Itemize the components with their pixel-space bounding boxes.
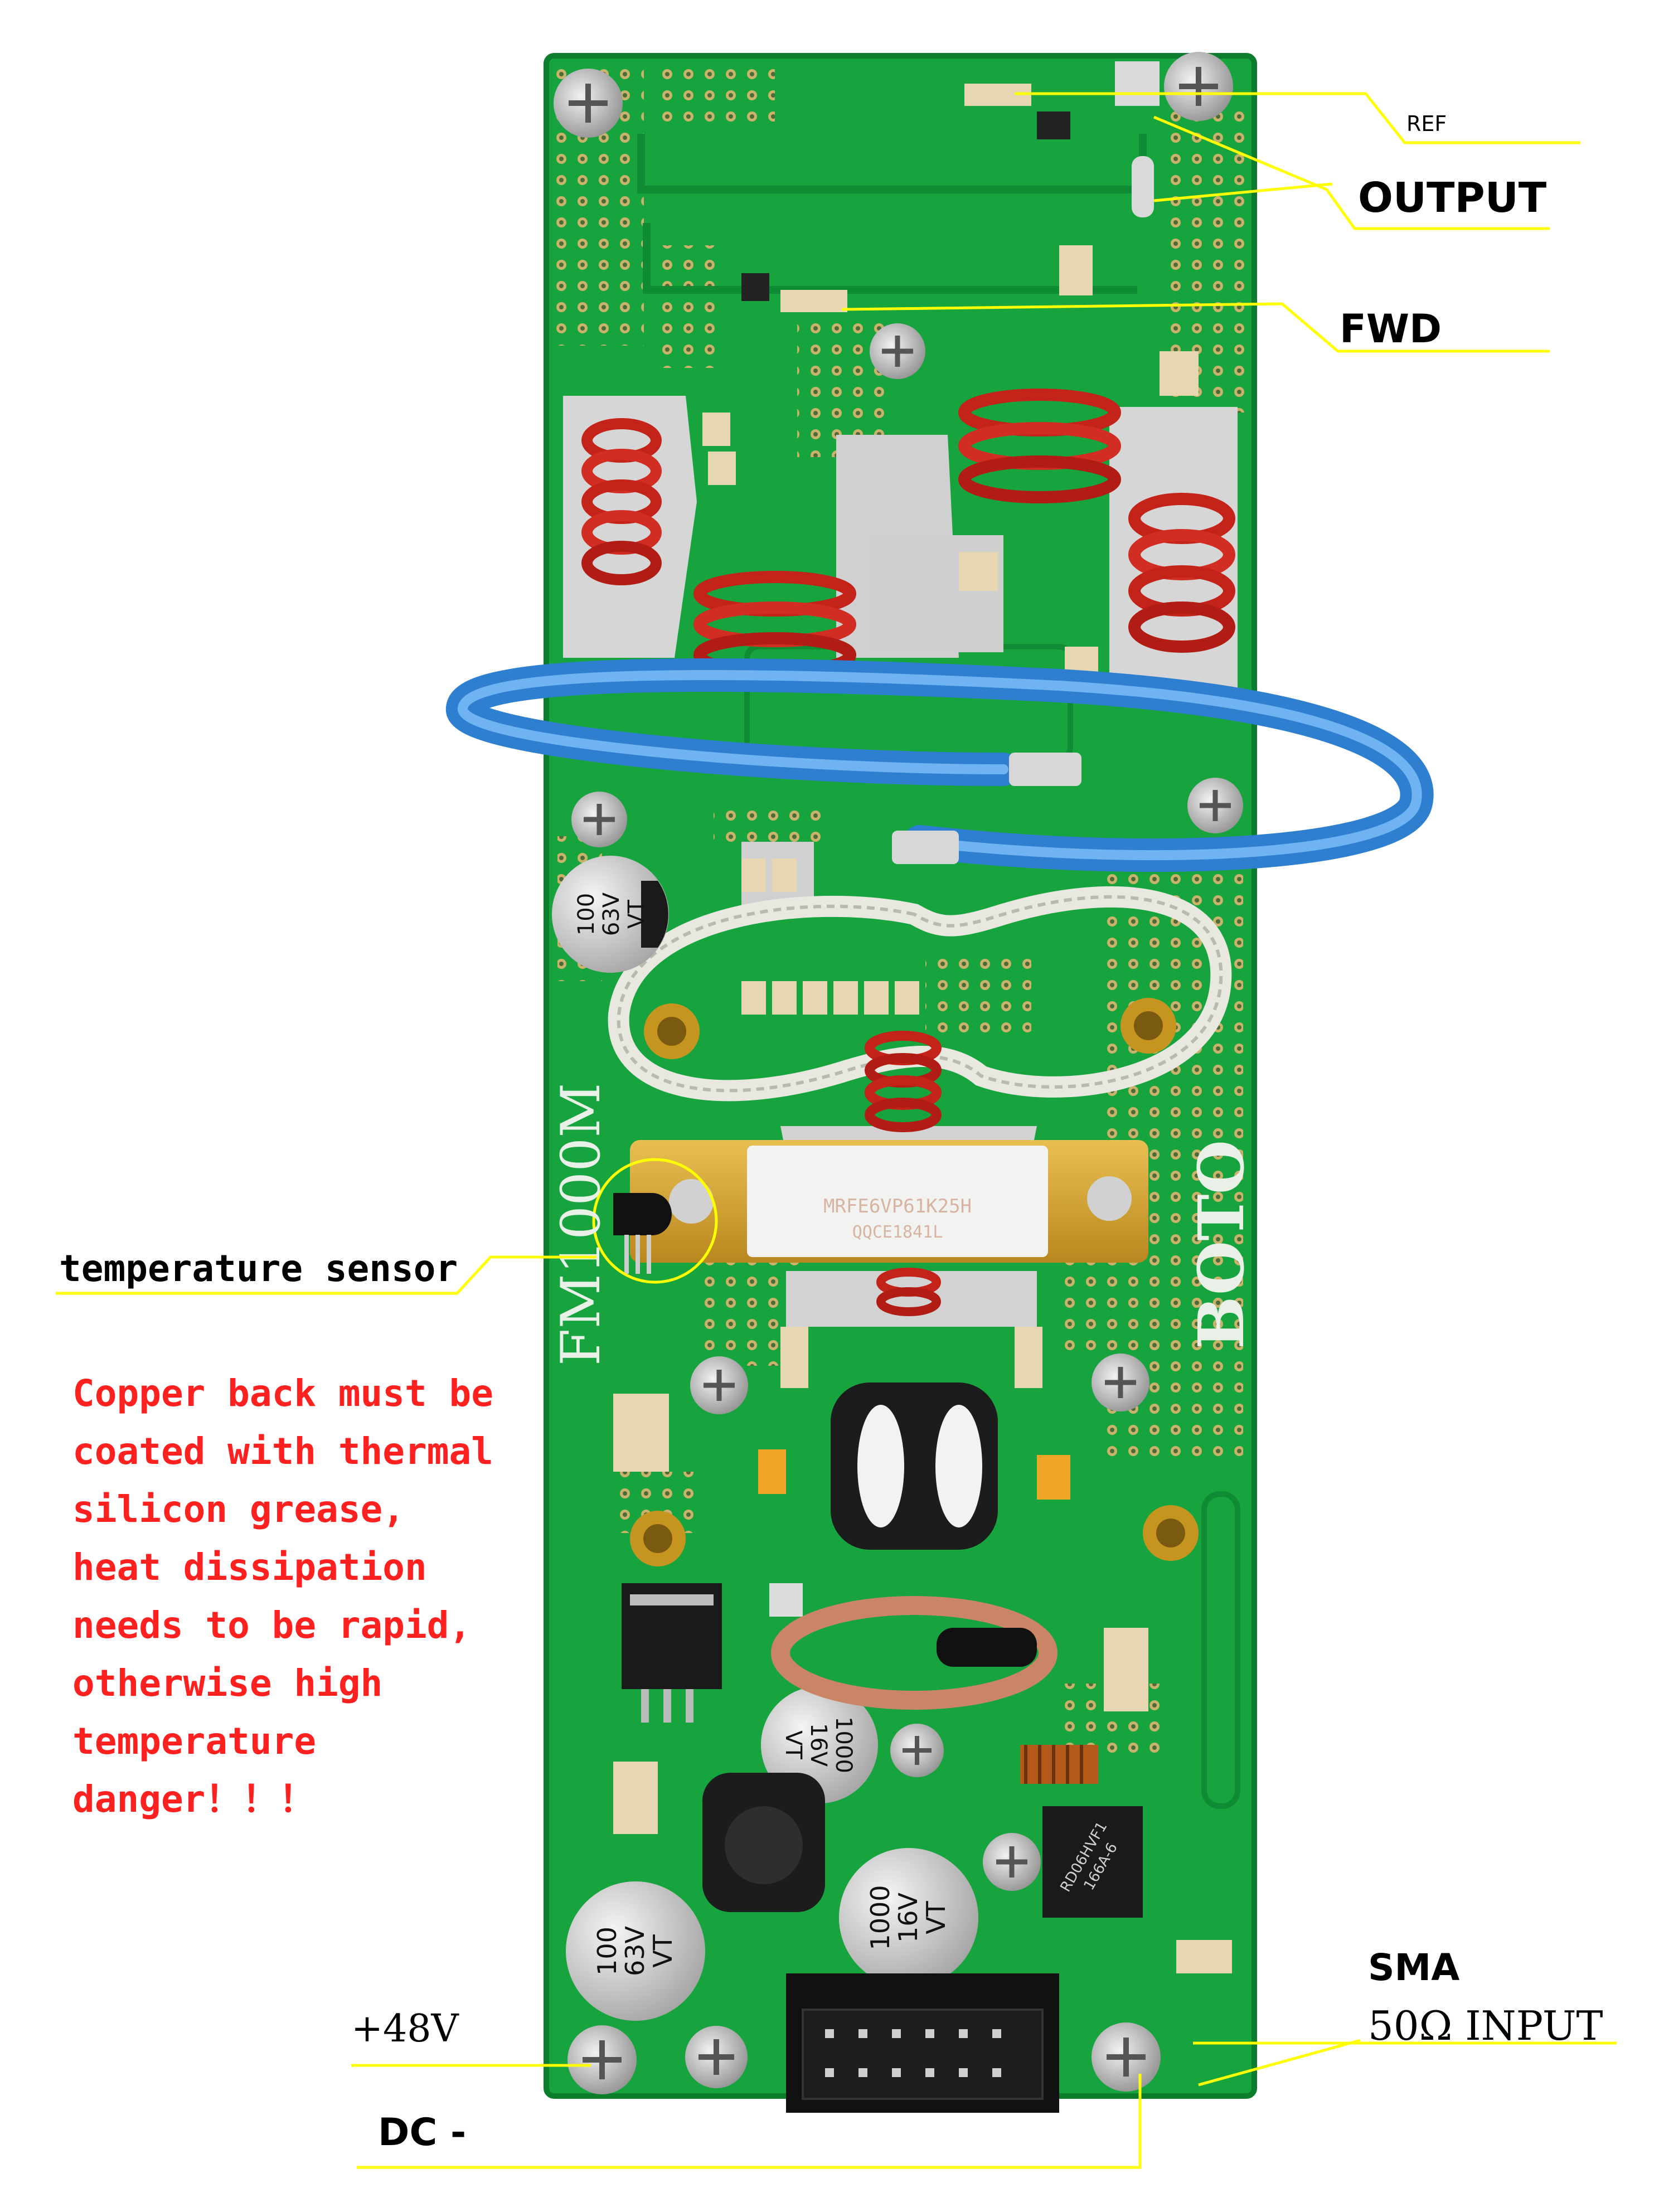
input-coil [865,1031,942,1132]
capacitor-rating: 16V [893,1892,923,1943]
capacitor-series: VT [648,1934,678,1967]
plus-48v-label: +48V [351,2007,459,2051]
mounting-holes [630,998,1199,1566]
transistor-lot-code: QQCE1841L [852,1223,943,1242]
temperature-leader [56,1255,596,1295]
capacitor-bank [741,858,919,1015]
thermal-warning: Copper back must be coated with thermal … [72,1365,574,1828]
output-label: OUTPUT [1358,174,1547,222]
warning-line: temperature [72,1720,317,1763]
ferrite-transformer [831,1382,998,1550]
power-transistor: MRFE6VP61K25H QQCE1841L [630,1140,1148,1263]
coil-right [1128,493,1235,653]
screw-icon [983,1833,1041,1891]
warning-line: needs to be rapid, [72,1604,472,1647]
screw-icon [1164,52,1233,121]
screw-icon [890,1724,944,1777]
output-leader-secondary [1153,182,1333,202]
screw-icon [1187,778,1243,833]
control-connector [786,1973,1059,2113]
warning-line: heat dissipation [72,1546,427,1589]
screw-icon [567,2025,637,2094]
driver-transistor: RD06HVF1 166A-6 [1042,1806,1143,1918]
temperature-sensor [592,1158,718,1284]
capacitor-rating: 63V [599,892,624,936]
board-brand-silkscreen: BOTO [1185,1140,1258,1349]
blue-coax-loop [446,658,1434,872]
capacitor-rating: 16V [806,1723,831,1767]
bias-coil [1020,1745,1098,1784]
smd-components [613,61,1232,1973]
ref-label: REF [1406,111,1447,136]
screw-icon [1092,2022,1161,2092]
coil-center-upper [958,389,1121,503]
power-inductor [702,1773,825,1912]
fwd-leader [841,302,1550,353]
screw-icon [1092,1354,1149,1411]
dc-minus-label: DC - [378,2111,467,2155]
screw-icon [870,323,925,379]
solder-pads [563,396,1238,1327]
warning-line: silicon grease, [72,1488,405,1531]
warning-line: otherwise high [72,1662,383,1705]
input-label: 50Ω INPUT [1368,2002,1603,2049]
annotation-lines [56,92,1617,2169]
capacitor-value: 1000 [831,1716,856,1773]
screw-icon [685,2026,748,2088]
sma-label: SMA [1368,1946,1460,1989]
coil-left [581,418,662,585]
dc-leader [357,2074,1142,2169]
capacitor-value: 100 [592,1927,622,1976]
drain-coil [876,1268,941,1316]
warning-line: Copper back must be [72,1372,493,1415]
sma-leader-secondary [1198,2039,1361,2087]
capacitor-value: 1000 [865,1885,895,1950]
screw-icon [554,69,623,138]
fwd-label: FWD [1340,306,1442,352]
warning-line: danger！！！ [72,1778,316,1821]
capacitor-value: 100 [574,893,599,935]
capacitor-series: VT [921,1900,951,1934]
capacitor-top-left: 100 63V VT [552,856,669,973]
board-model-silkscreen: FM1000M [550,1083,612,1366]
copper-coax-loop [771,1596,1058,1710]
transistor-part-number: MRFE6VP61K25H [823,1195,972,1217]
screw-icon [690,1356,748,1414]
capacitor-bottom-left: 100 63V VT [566,1881,705,2021]
output-leader [1153,115,1550,230]
voltage-regulator [622,1583,722,1723]
screw-icon [571,792,627,847]
output-coils [581,389,1235,678]
capacitor-series: VT [780,1730,806,1759]
capacitor-series: VT [624,900,649,929]
ref-leader [1015,92,1580,144]
capacitor-bottom-center: 1000 16V VT [839,1848,978,1987]
warning-line: coated with thermal [72,1430,493,1473]
capacitor-rating: 63V [620,1925,650,1976]
temperature-sensor-label: temperature sensor [59,1247,458,1290]
